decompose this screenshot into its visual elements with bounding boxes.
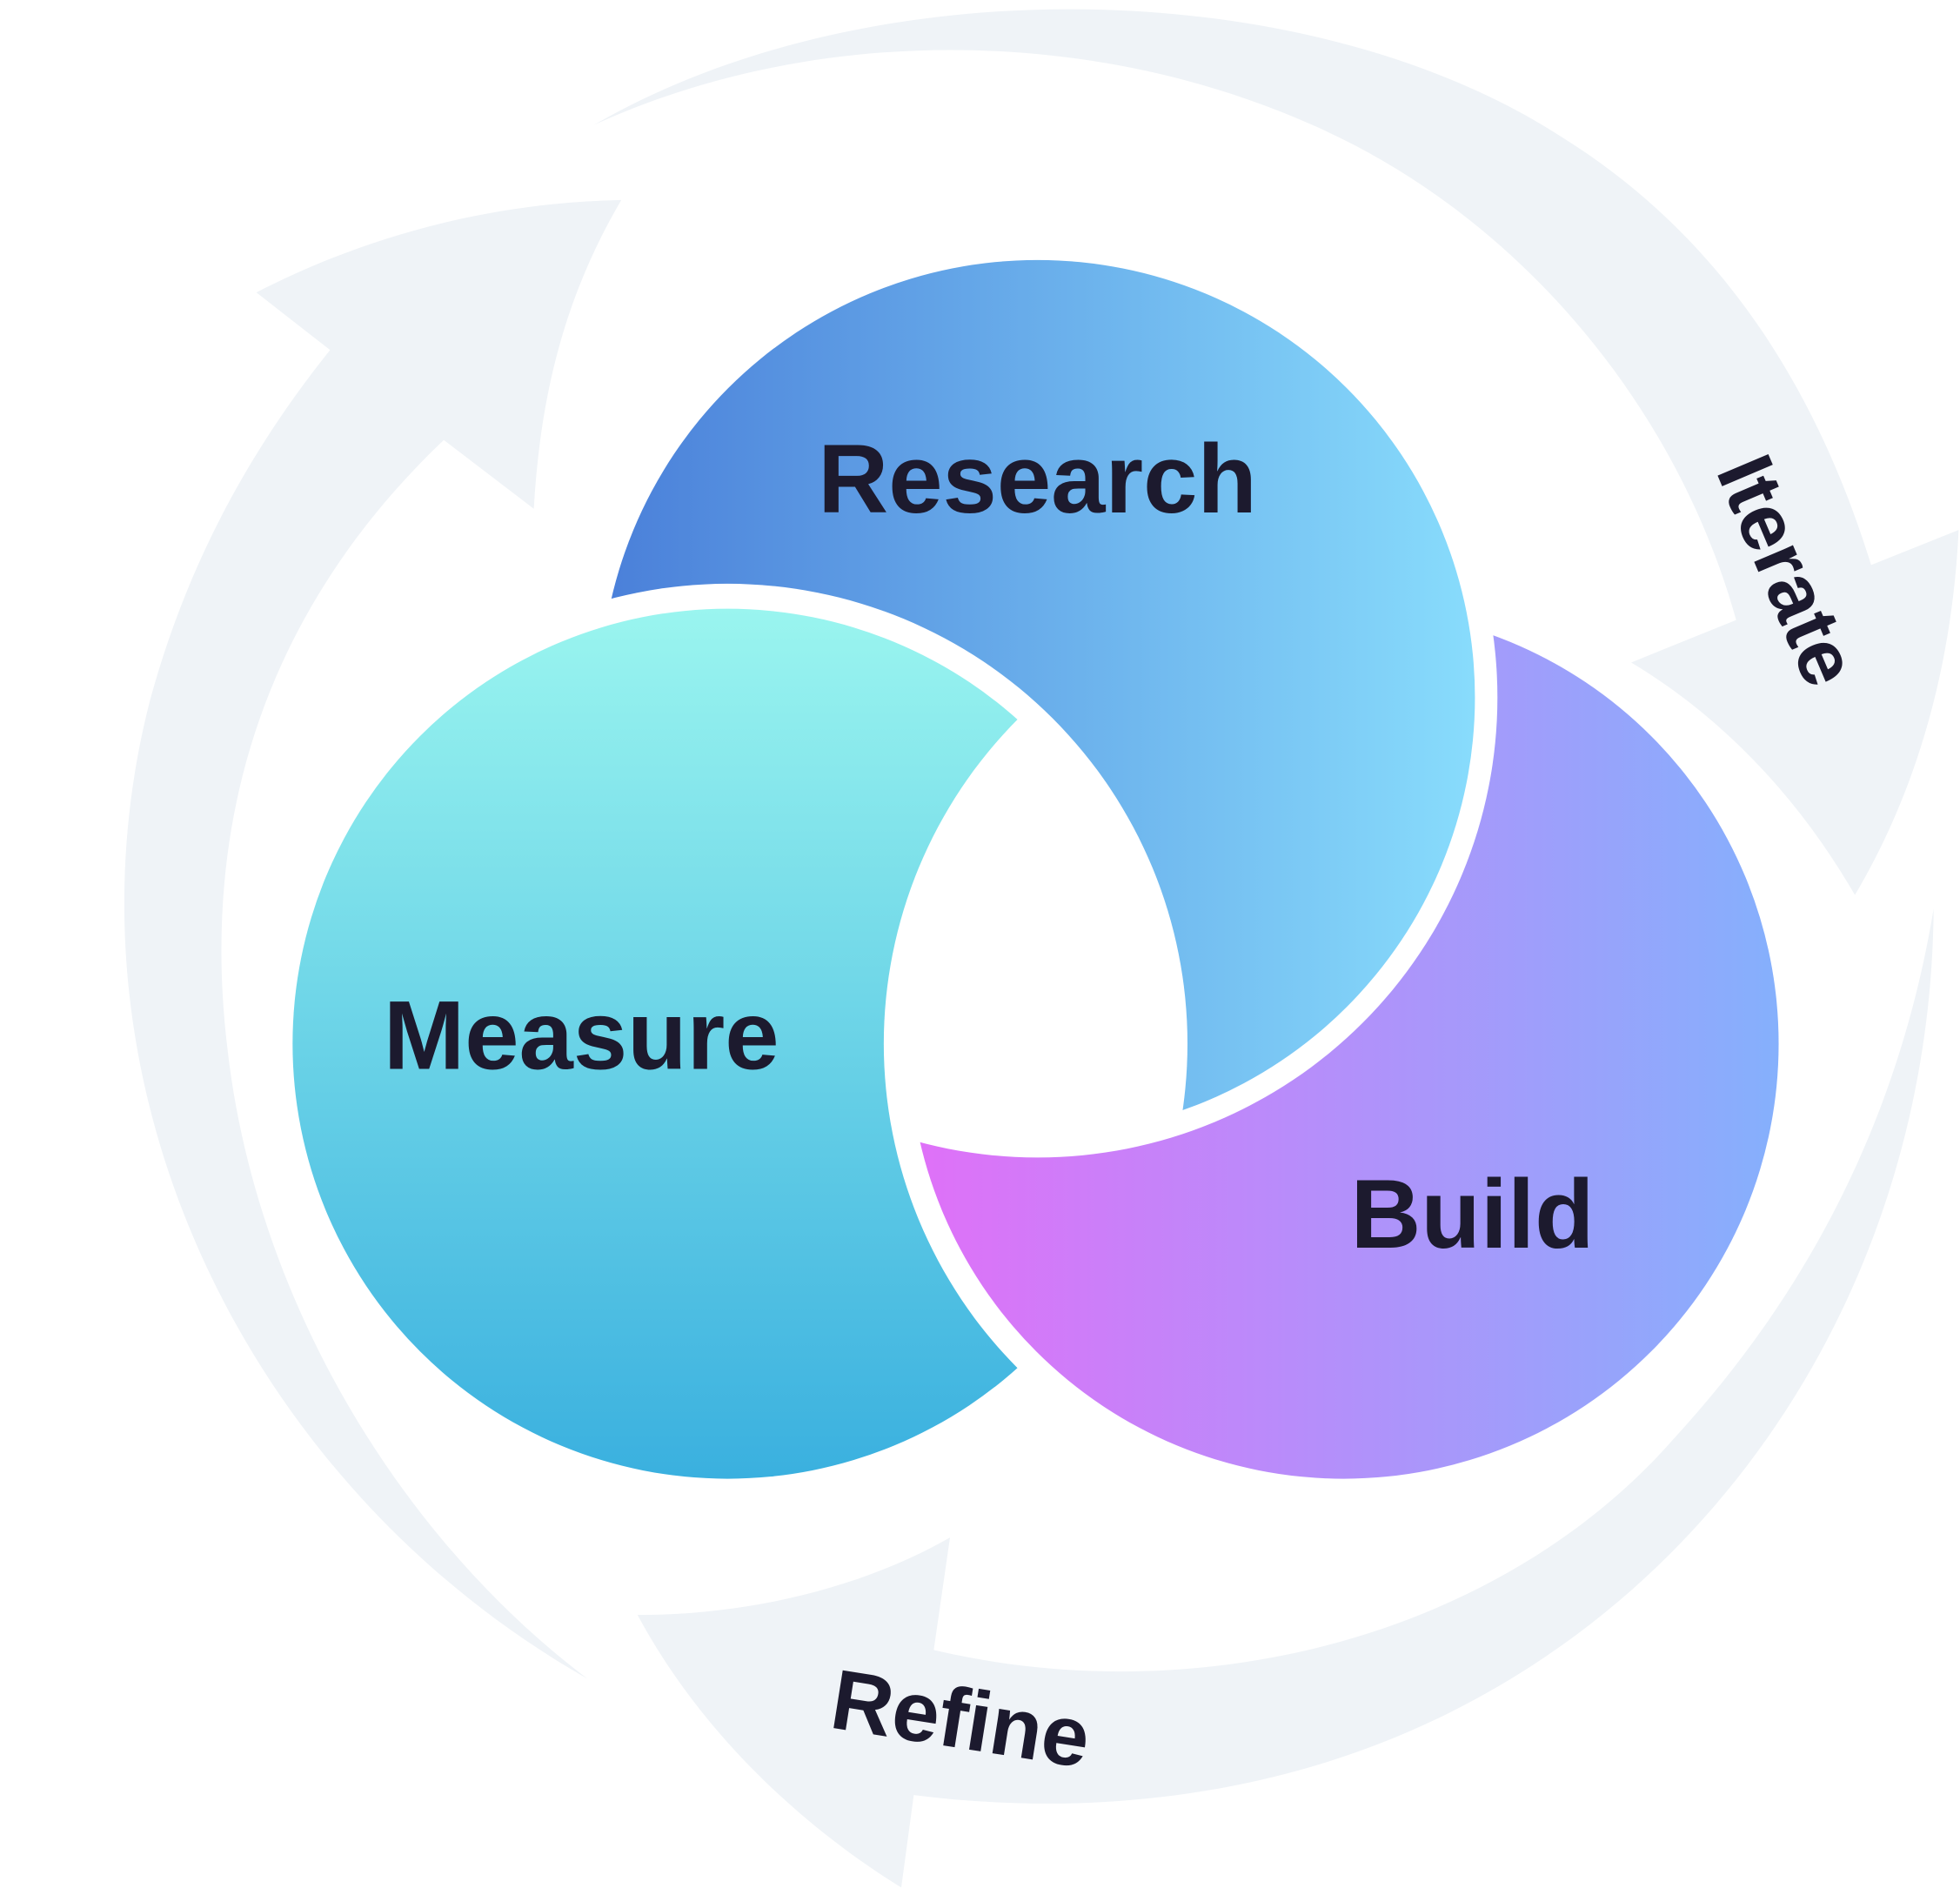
- stage-measure-label: Measure: [384, 981, 779, 1089]
- cycle-arrow-left: [124, 199, 622, 1679]
- stage-build-shape: [908, 608, 1779, 1479]
- stage-research-label: Research: [818, 425, 1257, 533]
- stage-build-label: Build: [1351, 1160, 1595, 1269]
- stage-measure-shape: [292, 608, 1163, 1479]
- cycle-arrow-top-right: [593, 9, 1959, 895]
- cycle-arrow-bottom: [637, 908, 1934, 1888]
